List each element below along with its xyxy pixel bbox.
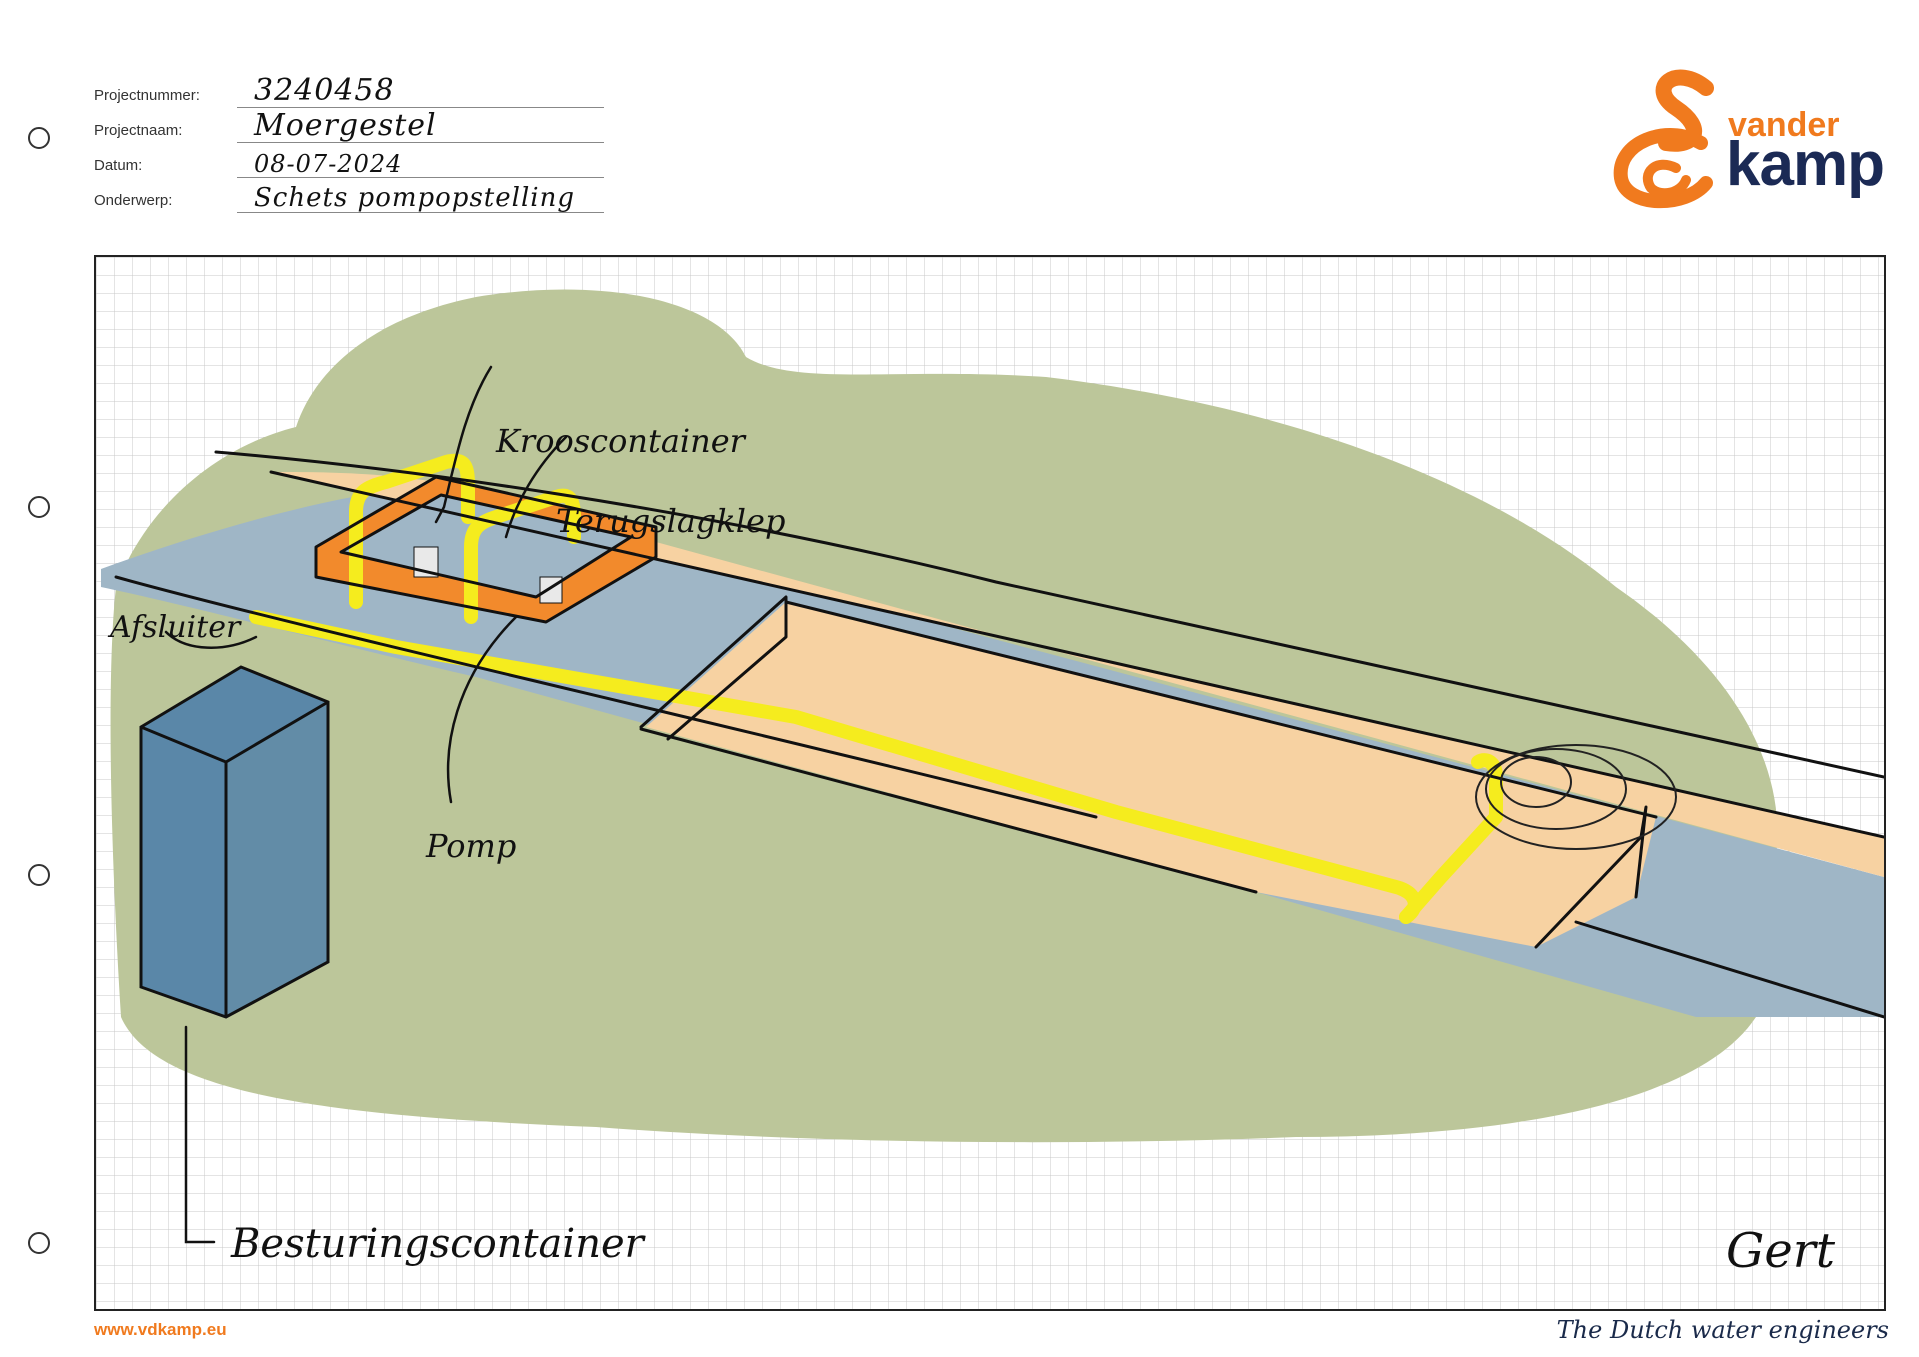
project-name-value: Moergestel (254, 108, 437, 143)
logo-text-kamp: kamp (1726, 130, 1885, 199)
sketch-sheet: Krooscontainer Terugslagklep Afsluiter P… (94, 255, 1886, 1311)
leader-krooscontainer (434, 365, 493, 524)
date-row: Datum: 08-07-2024 (94, 146, 604, 180)
underline (237, 212, 604, 213)
outline-dam-edge (784, 600, 1658, 819)
sand-dam (646, 602, 1656, 947)
project-name-row: Projectnaam: Moergestel (94, 108, 604, 145)
pump-setup-sketch: Krooscontainer Terugslagklep Afsluiter P… (96, 257, 1884, 1309)
outline-bank-top (214, 450, 1884, 779)
project-number-row: Projectnummer: 3240458 (94, 73, 604, 110)
control-container-side (226, 702, 328, 1017)
pipe-loop-1 (349, 453, 475, 609)
label-terugslagklep: Terugslagklep (556, 502, 785, 540)
label-krooscontainer: Krooscontainer (495, 422, 747, 460)
ripple (1475, 744, 1677, 850)
outline-dam-wall (639, 595, 788, 741)
ink-outlines (114, 450, 1884, 1019)
outline-dam-end (1534, 805, 1648, 949)
outline-bank (269, 470, 1884, 839)
control-container-top (141, 667, 328, 762)
krooscontainer-inner (341, 495, 631, 597)
control-container-outline (139, 665, 330, 1019)
leader-lines (164, 365, 568, 1244)
leader-pomp (446, 615, 518, 804)
label-besturingscontainer: Besturingscontainer (230, 1221, 647, 1267)
ripple (1485, 748, 1627, 830)
outline-kroos (314, 475, 658, 624)
control-container (139, 665, 330, 1019)
underline (237, 177, 604, 178)
subject-label: Onderwerp: (94, 192, 173, 209)
project-number-value: 3240458 (254, 73, 395, 108)
project-number-label: Projectnummer: (94, 87, 200, 104)
logo-text-vander: vander (1728, 106, 1840, 144)
signature: Gert (1726, 1223, 1836, 1279)
binder-hole (28, 496, 50, 518)
leader-afsluiter (164, 630, 258, 649)
leader-besturingscontainer (184, 1025, 216, 1244)
website-link[interactable]: www.vdkamp.eu (94, 1320, 227, 1339)
date-label: Datum: (94, 157, 143, 174)
outline-dam-front (639, 727, 1258, 894)
project-name-label: Projectnaam: (94, 122, 183, 139)
subject-value: Schets pompopstelling (254, 183, 575, 213)
vanderkamp-logo: vander kamp (1606, 68, 1896, 218)
underline (237, 142, 604, 143)
ripple (1500, 756, 1572, 808)
subject-row: Onderwerp: Schets pompopstelling (94, 181, 604, 215)
outline-ground-edge (114, 575, 1098, 819)
control-container-front (141, 727, 226, 1017)
outline-canal-far (1574, 920, 1884, 1019)
binder-hole (28, 864, 50, 886)
leader-terugslagklep (504, 435, 568, 539)
underline (237, 107, 604, 108)
date-value: 08-07-2024 (254, 150, 403, 178)
binder-hole (28, 127, 50, 149)
outlet-ripples (1475, 744, 1677, 850)
label-afsluiter: Afsluiter (107, 610, 242, 645)
outline-kroos-inner (339, 493, 633, 599)
logo-swirl-icon (1613, 69, 1714, 209)
binder-hole (28, 1232, 50, 1254)
company-tagline: The Dutch water engineers (1556, 1316, 1889, 1344)
label-pomp: Pomp (425, 827, 516, 865)
